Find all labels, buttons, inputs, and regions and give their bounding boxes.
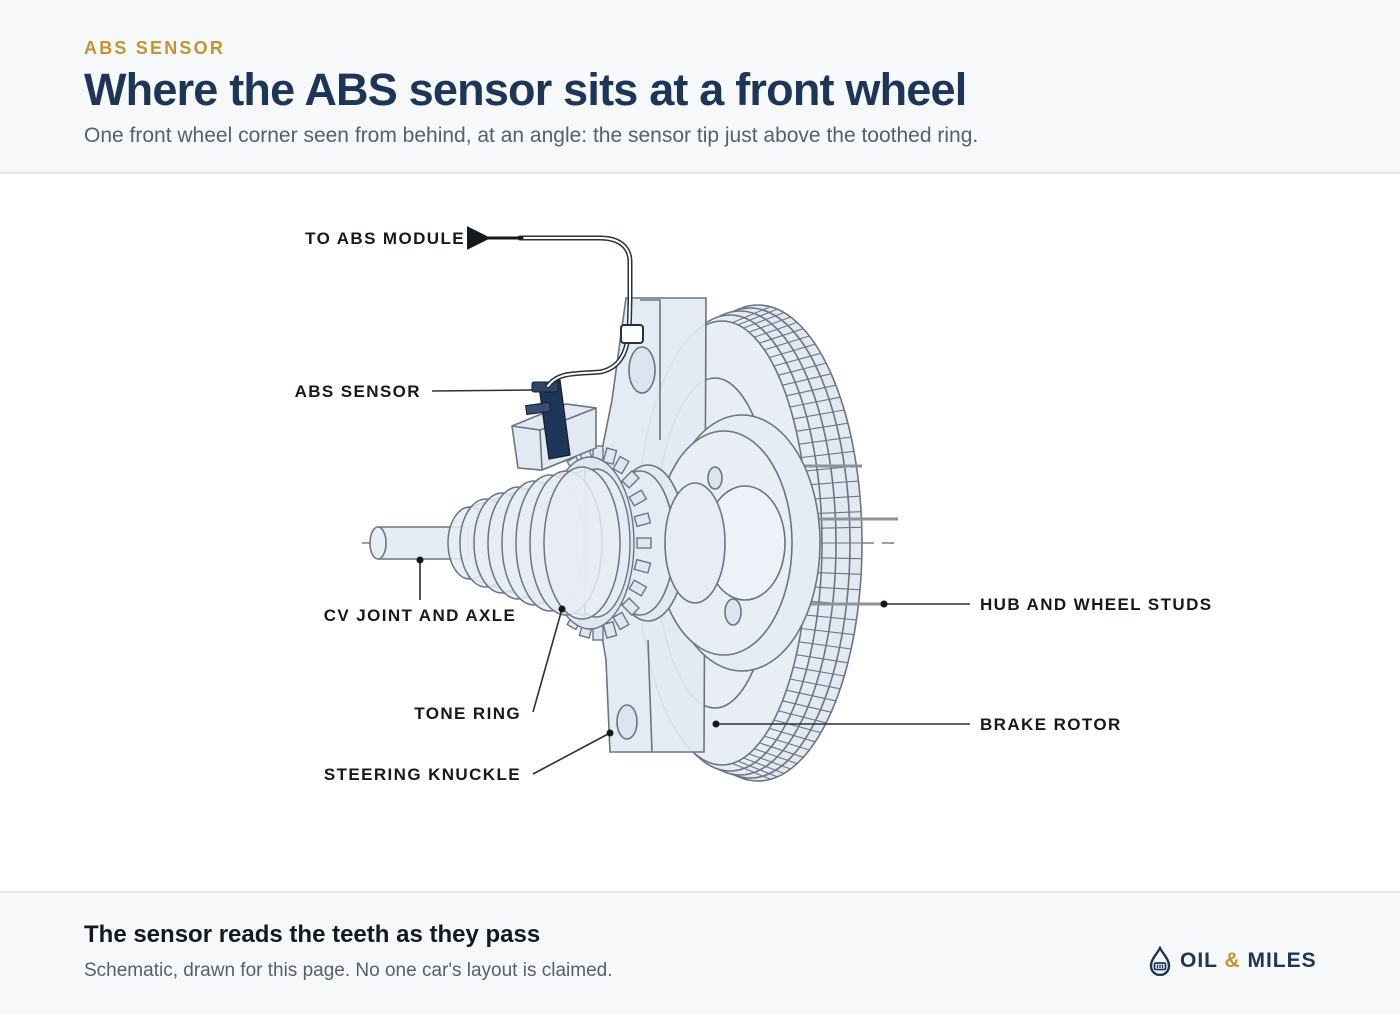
cv-joint xyxy=(447,466,621,620)
brand-name-right: MILES xyxy=(1247,949,1317,972)
header: ABS SENSOR Where the ABS sensor sits at … xyxy=(0,0,1400,174)
label-abs-sensor: ABS SENSOR xyxy=(295,382,421,401)
label-tone-ring: TONE RING xyxy=(414,704,521,723)
sensor-cable xyxy=(466,226,644,389)
label-steering-knuckle: STEERING KNUCKLE xyxy=(324,765,521,784)
page-title: Where the ABS sensor sits at a front whe… xyxy=(84,64,967,115)
footer-title: The sensor reads the teeth as they pass xyxy=(84,921,541,948)
brand-ampersand: & xyxy=(1224,949,1241,972)
label-brake-rotor: BRAKE ROTOR xyxy=(980,715,1122,734)
brand-name: OIL & MILES xyxy=(1180,949,1317,973)
label-cv-joint: CV JOINT AND AXLE xyxy=(324,606,517,625)
brand-name-left: OIL xyxy=(1180,949,1218,972)
footer-note: Schematic, drawn for this page. No one c… xyxy=(84,960,613,981)
wheel-corner-diagram: TO ABS MODULE ABS SENSOR CV JOINT AND AX… xyxy=(295,226,1213,784)
eyebrow: ABS SENSOR xyxy=(84,38,226,58)
abs-sensor xyxy=(524,379,571,460)
label-to-abs-module: TO ABS MODULE xyxy=(305,229,465,248)
leader-lines xyxy=(416,389,970,775)
oil-drop-icon xyxy=(1149,946,1171,976)
footer: The sensor reads the teeth as they pass … xyxy=(0,891,1400,1015)
brand-logo[interactable]: OIL & MILES xyxy=(1148,945,1317,977)
page-subtitle: One front wheel corner seen from behind,… xyxy=(84,124,979,147)
label-hub-studs: HUB AND WHEEL STUDS xyxy=(980,595,1213,614)
